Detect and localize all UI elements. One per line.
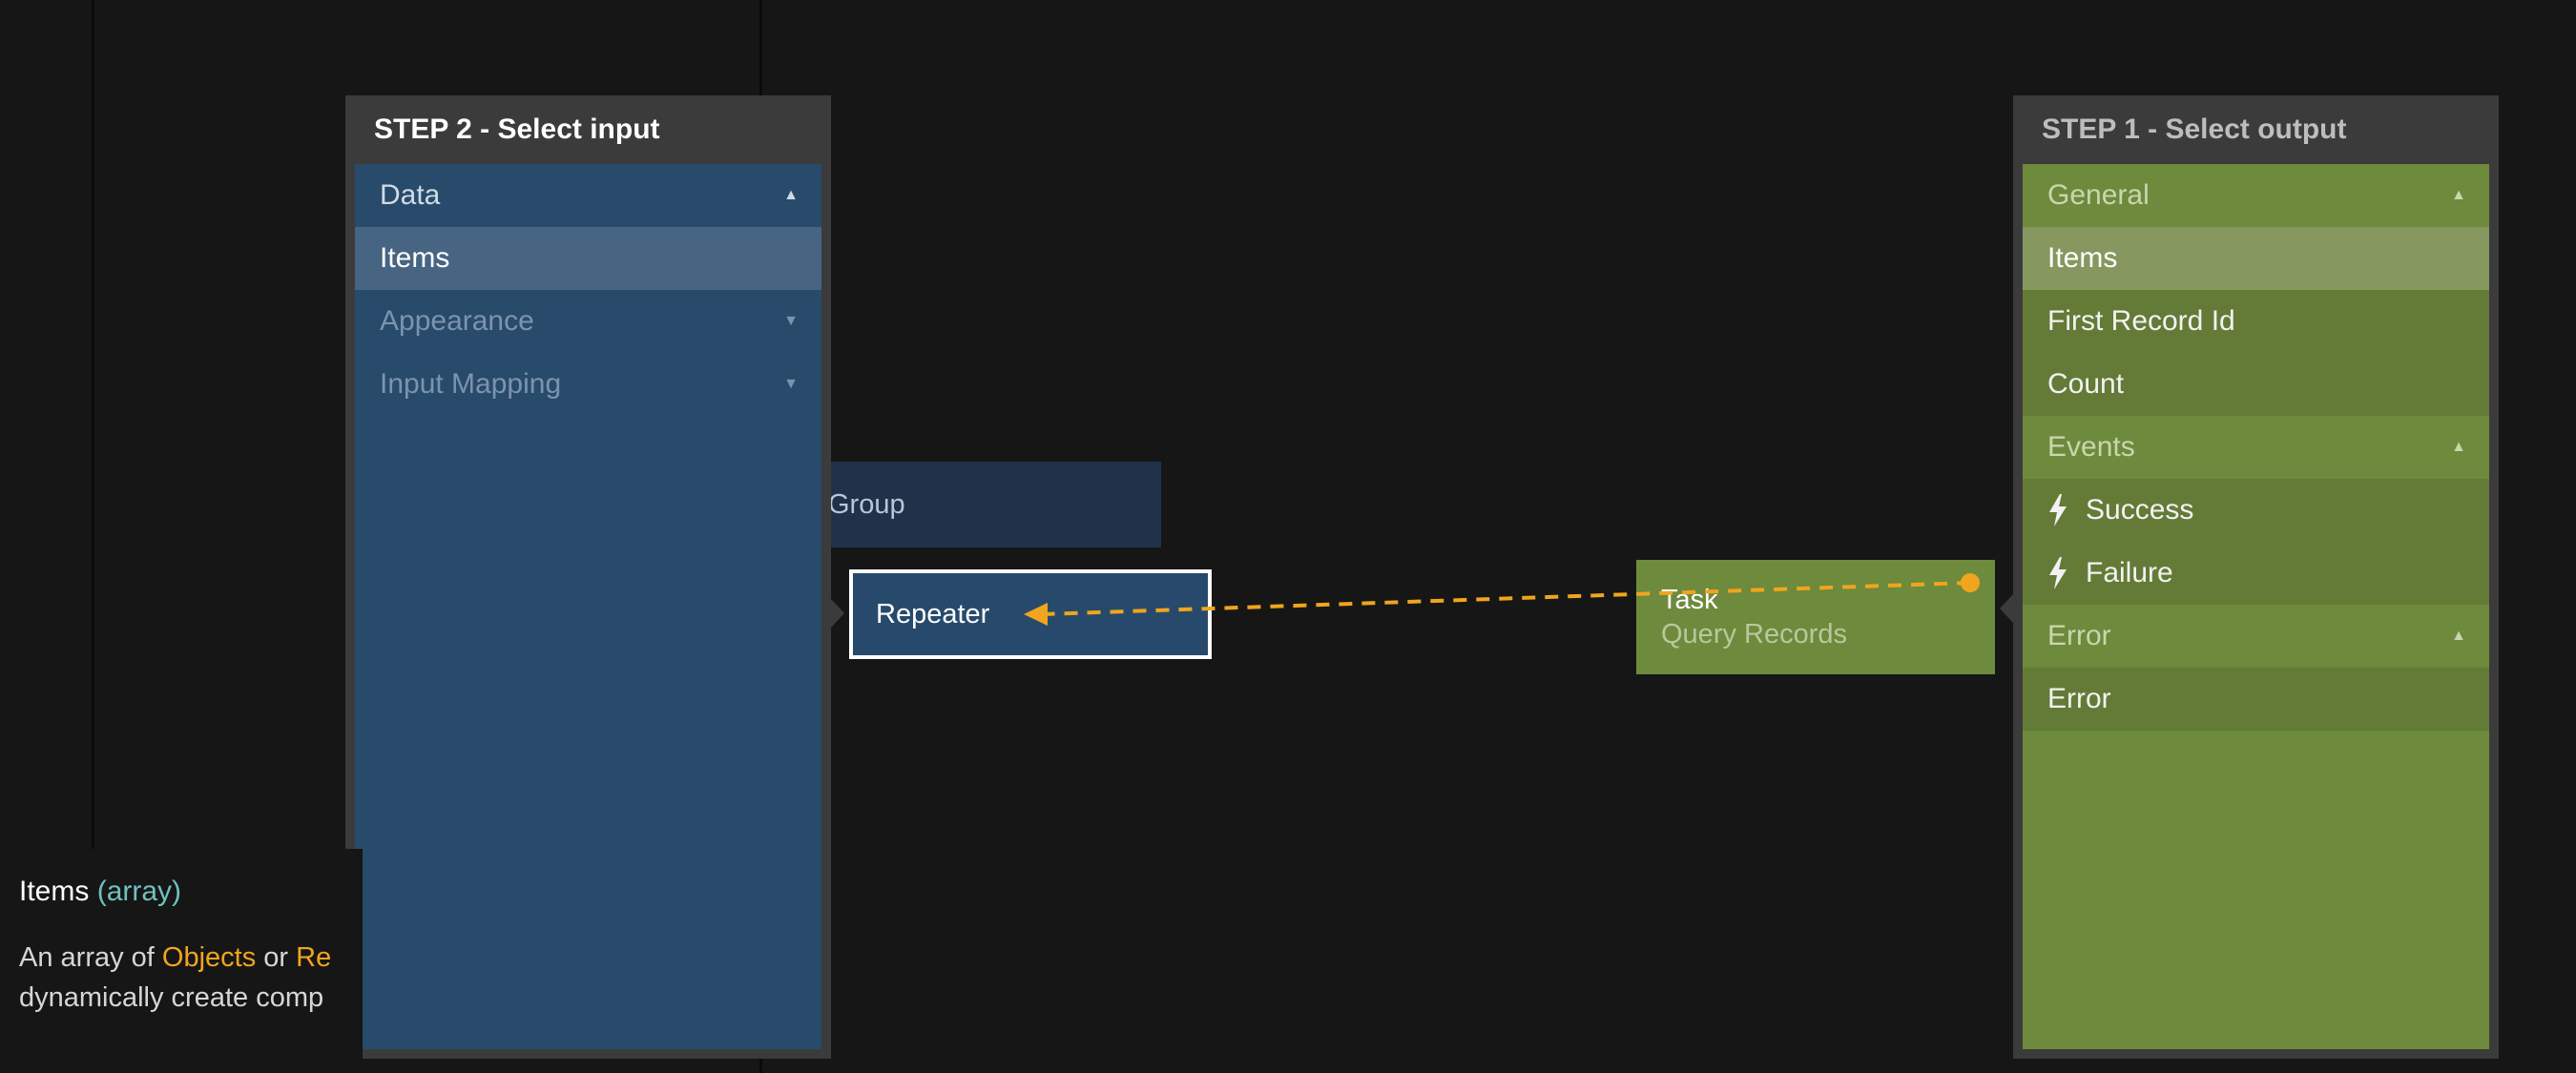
tooltip-description-line-2: dynamically create comp: [19, 982, 324, 1013]
port-first-record-id-label: First Record Id: [2047, 305, 2235, 337]
repeater-node[interactable]: Repeater: [849, 569, 1212, 659]
port-error[interactable]: Error: [2023, 668, 2489, 731]
chevron-up-icon: ▲: [2451, 439, 2466, 455]
lightning-bolt-icon: [2049, 494, 2067, 526]
lightning-bolt-icon: [2049, 557, 2067, 589]
section-data-label: Data: [380, 179, 441, 211]
group-node[interactable]: Group: [821, 462, 1161, 547]
port-first-record-id[interactable]: First Record Id: [2023, 290, 2489, 353]
tooltip-port-type: (array): [96, 876, 182, 907]
port-tooltip: [0, 849, 363, 1073]
tooltip-records-link: Re: [296, 942, 332, 973]
port-items-label: Items: [380, 242, 450, 274]
section-input-mapping[interactable]: Input Mapping ▼: [355, 353, 821, 416]
section-appearance-label: Appearance: [380, 305, 534, 337]
section-error-label: Error: [2047, 620, 2111, 651]
chevron-down-icon: ▼: [783, 313, 799, 329]
section-error[interactable]: Error ▲: [2023, 605, 2489, 668]
tooltip-text: or: [256, 942, 297, 973]
port-failure-label: Failure: [2086, 557, 2173, 588]
tooltip-description-line-1: An array of Objects or Re: [19, 942, 343, 974]
section-data[interactable]: Data ▲: [355, 164, 821, 227]
port-success[interactable]: Success: [2023, 479, 2489, 542]
port-count[interactable]: Count: [2023, 353, 2489, 416]
port-error-label: Error: [2047, 683, 2111, 714]
input-panel-body: Data ▲ Items Appearance ▼ Input Mapping …: [355, 164, 821, 1049]
output-panel-title: STEP 1 - Select output: [2042, 113, 2347, 145]
section-general-label: General: [2047, 179, 2150, 211]
chevron-up-icon: ▲: [783, 187, 799, 203]
input-panel-title: STEP 2 - Select input: [374, 113, 660, 145]
tooltip-objects-link: Objects: [161, 942, 257, 973]
tooltip-text: An array of: [19, 942, 162, 973]
chevron-up-icon: ▲: [2451, 187, 2466, 203]
port-success-label: Success: [2086, 494, 2194, 526]
output-panel-body: General ▲ Items First Record Id Count Ev…: [2023, 164, 2489, 1049]
port-items[interactable]: Items: [355, 227, 821, 290]
output-panel: STEP 1 - Select output General ▲ Items F…: [2013, 95, 2499, 1059]
input-panel: STEP 2 - Select input Data ▲ Items Appea…: [345, 95, 831, 1059]
task-node-subtitle: Query Records: [1661, 619, 1848, 650]
output-panel-connector: [2000, 594, 2013, 623]
chevron-up-icon: ▲: [2451, 628, 2466, 644]
tooltip-port-name: Items: [19, 876, 90, 907]
section-events[interactable]: Events ▲: [2023, 416, 2489, 479]
port-failure[interactable]: Failure: [2023, 542, 2489, 605]
repeater-node-label: Repeater: [876, 598, 990, 629]
tooltip-title: Items (array): [19, 876, 181, 908]
task-node-title: Task: [1661, 585, 1718, 615]
port-count-label: Count: [2047, 368, 2125, 400]
task-node[interactable]: Task Query Records: [1636, 560, 1995, 674]
port-items[interactable]: Items: [2023, 227, 2489, 290]
section-input-mapping-label: Input Mapping: [380, 368, 562, 400]
section-appearance[interactable]: Appearance ▼: [355, 290, 821, 353]
section-events-label: Events: [2047, 431, 2135, 463]
chevron-down-icon: ▼: [783, 376, 799, 392]
section-general[interactable]: General ▲: [2023, 164, 2489, 227]
port-items-label: Items: [2047, 242, 2118, 274]
input-panel-connector: [831, 599, 844, 628]
editor-divider-line: [92, 0, 94, 849]
group-node-label: Group: [828, 488, 905, 520]
